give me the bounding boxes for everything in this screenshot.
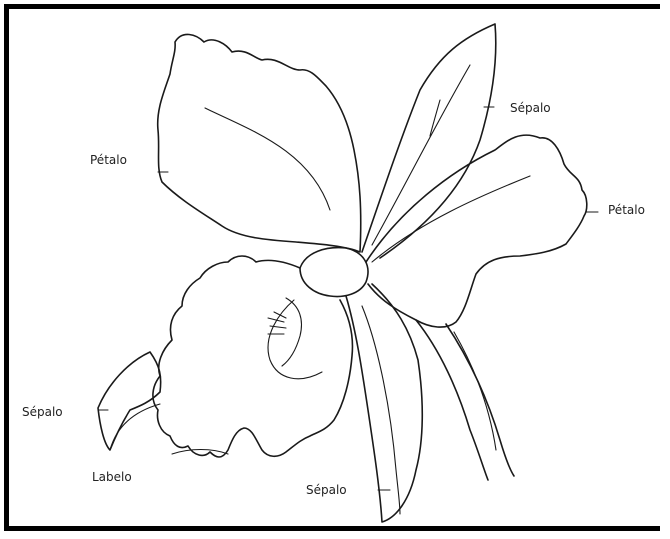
label-sepal-top: Sépalo: [510, 101, 551, 115]
bottom-sepal-outline: [346, 284, 422, 522]
right-petal-vein: [372, 176, 530, 262]
left-petal-vein: [205, 108, 330, 210]
top-sepal-vein-2: [430, 100, 440, 136]
stem-vein: [454, 332, 496, 450]
stem-outline-2: [446, 324, 514, 476]
left-petal-outline: [158, 34, 361, 252]
labellum-stamens: [268, 312, 286, 334]
label-sepal-left: Sépalo: [22, 405, 63, 419]
left-sepal-outline: [98, 352, 161, 450]
top-sepal-vein: [372, 65, 470, 245]
labellum-inner-curve: [268, 300, 322, 379]
label-petal-left: Pétalo: [90, 153, 127, 167]
label-labellum: Labelo: [92, 470, 132, 484]
label-sepal-bottom: Sépalo: [306, 483, 347, 497]
labellum-fold: [172, 450, 228, 455]
right-petal-outline: [366, 135, 587, 327]
labellum-outline: [153, 256, 353, 457]
column-outline: [300, 248, 368, 297]
stem-outline-1: [416, 320, 488, 480]
left-sepal-fold: [110, 404, 160, 450]
label-petal-right: Pétalo: [608, 203, 645, 217]
